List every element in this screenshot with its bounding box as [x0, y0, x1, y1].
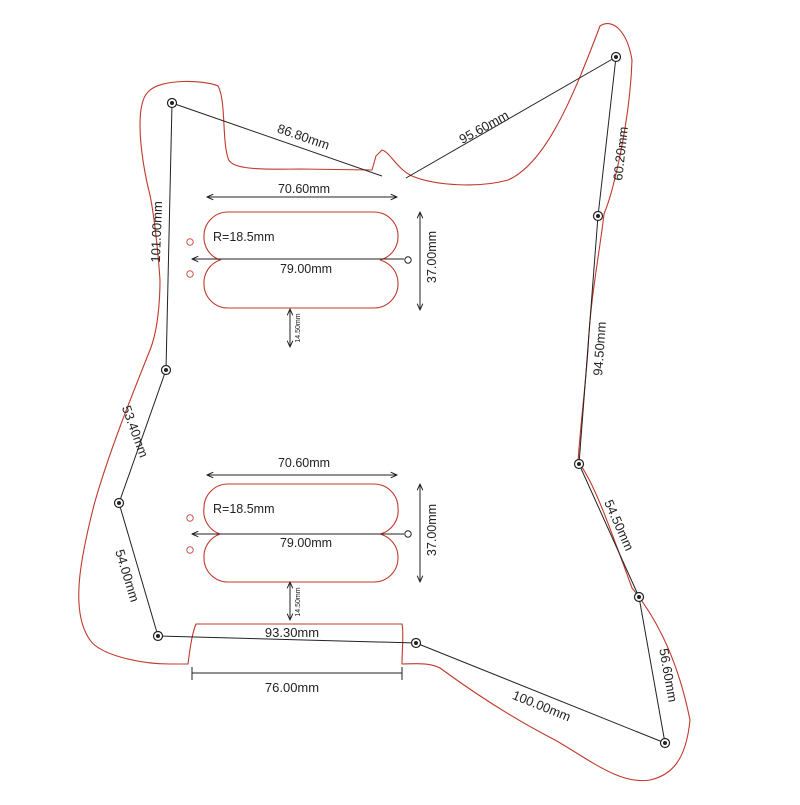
- pickup2-mount-hole-top: [186, 514, 194, 522]
- dim-line-top-left: [171, 102, 383, 177]
- label-bottom-right: 100.00mm: [510, 687, 573, 724]
- pickup2-length-label: 79.00mm: [280, 536, 332, 550]
- pickup2-height-label: 37.00mm: [425, 504, 439, 556]
- screw-hole: [410, 637, 422, 649]
- pickup1-mount-hole-bottom: [186, 270, 194, 278]
- screw-hole: [633, 591, 645, 603]
- pickup2-width-label: 70.60mm: [278, 456, 330, 470]
- screw-hole: [160, 364, 172, 376]
- dim-line-left-mid: [118, 369, 167, 504]
- screw-hole: [592, 210, 604, 222]
- label-right-upper: 60.20mm: [610, 126, 631, 181]
- pickup1-center-dot: [404, 256, 412, 264]
- label-bottom-cutout-width: 76.00mm: [265, 680, 319, 695]
- screw-hole: [610, 51, 622, 63]
- dim-line-right-lower: [578, 463, 640, 598]
- dim-line-right-upper: [597, 56, 617, 217]
- pickup1-mount-hole-top: [186, 238, 194, 246]
- dim-line-top-right: [405, 56, 617, 179]
- label-right-bottom: 56.60mm: [656, 647, 680, 703]
- label-top-left-edge: 86.80mm: [275, 121, 331, 153]
- pickup2-center-dot: [404, 530, 412, 538]
- screw-hole: [659, 737, 671, 749]
- pickup2-spacing-label: 14.50mm: [295, 587, 302, 616]
- label-left-upper: 101.00mm: [148, 201, 165, 263]
- screw-hole: [113, 497, 125, 509]
- dim-line-bottom-left: [157, 635, 417, 644]
- screw-hole: [573, 458, 585, 470]
- pickup2-mount-hole-bottom: [186, 546, 194, 554]
- dim-line-bottom-right: [415, 642, 666, 744]
- dim-line-left-lower: [118, 502, 159, 637]
- label-left-mid: 53.40mm: [119, 403, 152, 459]
- label-top-right-edge: 95.60mm: [456, 107, 511, 146]
- pickup2-radius-label: R=18.5mm: [213, 502, 274, 516]
- dim-line-left-upper: [165, 102, 173, 371]
- screw-hole: [152, 630, 164, 642]
- label-bottom-left: 93.30mm: [265, 625, 319, 640]
- pickguard-outline: [78, 23, 691, 782]
- pickup1-outline: [203, 211, 399, 309]
- label-left-lower: 54.00mm: [112, 548, 142, 604]
- pickup2-outline: [203, 483, 399, 583]
- screw-hole: [166, 97, 178, 109]
- dim-line-right-bottom: [638, 596, 666, 744]
- pickup1-height-label: 37.00mm: [425, 231, 439, 283]
- dim-line-right-mid: [578, 215, 599, 465]
- pickup1-length-label: 79.00mm: [280, 262, 332, 276]
- pickup1-spacing-label: 14.50mm: [295, 313, 302, 342]
- pickup1-width-label: 70.60mm: [278, 182, 330, 196]
- pickup1-radius-label: R=18.5mm: [213, 230, 274, 244]
- label-right-mid: 94.50mm: [590, 321, 609, 376]
